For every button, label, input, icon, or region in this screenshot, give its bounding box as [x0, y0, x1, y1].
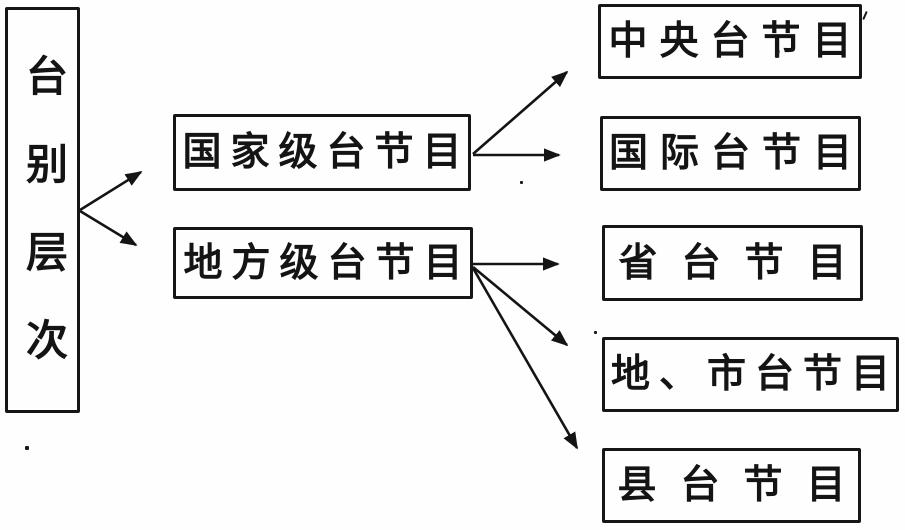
scan-speck: [594, 331, 597, 334]
node-county-station-programs: 县台节目: [602, 448, 861, 523]
node-station-hierarchy-label: 台别层次: [19, 54, 66, 406]
node-national-level-programs-label: 国家级台节目: [182, 131, 471, 174]
node-local-level-programs: 地方级台节目: [173, 227, 473, 299]
node-national-level-programs: 国家级台节目: [173, 114, 471, 191]
arrow-root-to-local: [79, 209, 138, 247]
scan-speck: [520, 181, 523, 184]
scan-speck: [862, 10, 868, 21]
arrow-root-to-national: [79, 170, 143, 212]
node-central-station-programs: 中央台节目: [598, 4, 862, 79]
node-county-station-programs-label: 县台节目: [617, 464, 870, 507]
arrow-local-to-county: [471, 267, 579, 450]
node-central-station-programs-label: 中央台节目: [608, 20, 864, 63]
node-station-hierarchy: 台别层次: [5, 7, 80, 413]
node-province-station-programs-label: 省台节目: [618, 241, 871, 285]
arrow-local-to-city: [472, 265, 569, 347]
arrow-national-to-central: [472, 70, 569, 155]
node-province-station-programs: 省台节目: [602, 225, 863, 301]
node-local-level-programs-label: 地方级台节目: [183, 241, 472, 285]
node-prefecture-city-station-programs-label: 地、市台节目: [611, 353, 900, 396]
node-prefecture-city-station-programs: 地、市台节目: [602, 337, 899, 412]
node-international-station-programs-label: 国际台节目: [609, 132, 865, 175]
scan-speck: [25, 446, 29, 450]
node-international-station-programs: 国际台节目: [600, 116, 861, 191]
